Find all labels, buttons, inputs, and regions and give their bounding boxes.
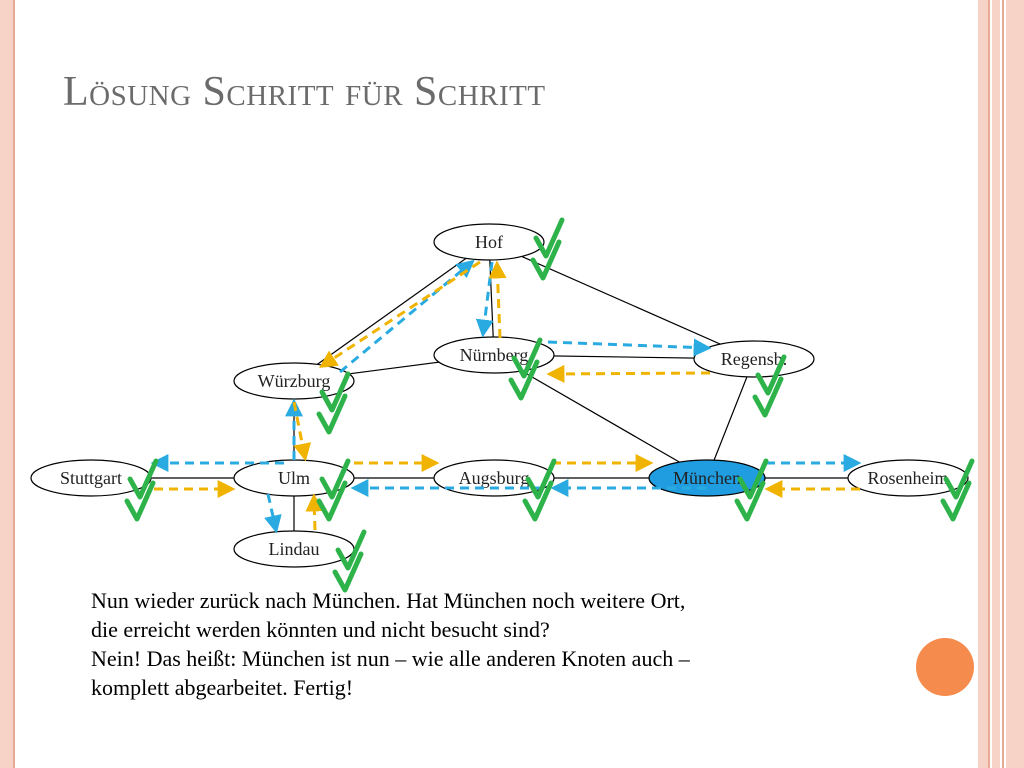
check-icon-hof (530, 217, 565, 281)
right-border-stripes (978, 0, 1024, 768)
check-icon-lindau (332, 529, 367, 593)
node-label: Würzburg (258, 371, 331, 391)
edges-layer (91, 241, 908, 549)
node-ellipse (648, 459, 766, 497)
text-line: komplett abgearbeitet. Fertig! (91, 675, 354, 700)
left-border-band (0, 0, 13, 768)
check-icon-augsburg (522, 458, 557, 522)
check-icon-rosenheim (940, 458, 975, 522)
node-label: Hof (475, 232, 503, 252)
node-ellipse (847, 459, 969, 497)
check-icon-muenchen (734, 458, 769, 522)
traversal-arrow-back-hof-wuerzburg (318, 260, 481, 368)
explanation-text: Nun wieder zurück nach München. Hat Münc… (91, 586, 911, 702)
node-label: Augsburg (459, 468, 530, 488)
graph-node-stuttgart: Stuttgart (30, 459, 152, 497)
graph-node-wuerzburg: Würzburg (233, 362, 355, 400)
node-label: München (673, 468, 741, 488)
graph-node-rosenheim: Rosenheim (847, 459, 969, 497)
graph-node-regensburg: Regensb. (693, 340, 815, 378)
graph-node-muenchen: München (648, 459, 766, 497)
text-line: Nein! Das heißt: München ist nun – wie a… (91, 646, 690, 671)
left-border-line (13, 0, 15, 768)
check-icon-wuerzburg (316, 371, 351, 435)
traversal-arrow-forward-nuernberg-regensburg (547, 338, 712, 357)
graph-node-nuernberg: Nürnberg (433, 336, 555, 374)
orange-circle-decoration (916, 638, 974, 696)
checkmarks-layer (124, 217, 975, 593)
node-label: Rosenheim (868, 468, 949, 488)
check-icon-stuttgart (124, 458, 159, 522)
traversal-arrow-back-lindau-ulm (305, 493, 324, 531)
node-label: Nürnberg (460, 345, 529, 365)
graph-node-hof: Hof (433, 223, 545, 261)
text-line: Nun wieder zurück nach München. Hat Münc… (91, 588, 686, 613)
check-icon-ulm (316, 458, 351, 522)
node-label: Stuttgart (60, 468, 122, 488)
node-ellipse (433, 336, 555, 374)
node-label: Ulm (278, 468, 310, 488)
node-label: Lindau (269, 539, 320, 559)
check-icon-regensburg (752, 354, 787, 418)
slide-title: Lösung Schritt für Schritt (63, 69, 546, 115)
text-line: die erreicht werden könnten und nicht be… (91, 617, 550, 642)
node-label: Regensb. (721, 349, 788, 369)
traversal-arrow-forward-ulm-lindau (264, 493, 282, 534)
traversal-arrow-forward-hof-nuernberg (475, 261, 494, 338)
traversal-arrows-layer (150, 259, 862, 534)
traversal-arrow-back-regensburg-nuernberg (546, 364, 711, 383)
graph-node-lindau: Lindau (233, 530, 355, 568)
traversal-arrow-back-nuernberg-hof (488, 260, 507, 339)
check-icon-nuernberg (508, 337, 543, 401)
traversal-arrow-back-wuerzburg-ulm (292, 401, 312, 462)
node-ellipse (433, 223, 545, 261)
graph-edge-regensburg-muenchen (706, 358, 755, 479)
node-ellipse (693, 340, 815, 378)
